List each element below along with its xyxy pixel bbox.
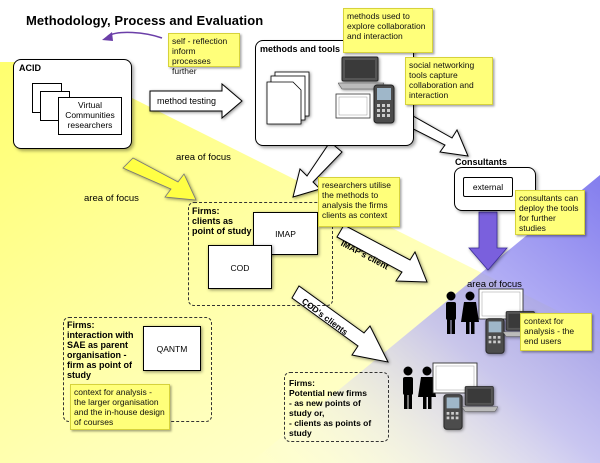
researchers-note: researchers utilise the methods to analy…	[318, 177, 400, 227]
acid-doc-front: Virtual Communities researchers	[58, 97, 122, 135]
blue-focus-band	[250, 175, 600, 463]
self-reflection-arrow	[107, 31, 163, 39]
end-users-phone-icon	[485, 318, 505, 354]
consultants-down-arrow	[468, 211, 508, 271]
page-title: Methodology, Process and Evaluation	[26, 13, 264, 28]
potential-people-icon	[403, 366, 436, 409]
laptop-icon	[338, 56, 384, 90]
end-users-monitor-icon	[478, 288, 524, 320]
methods-to-firms-arrow	[292, 141, 343, 198]
acid-label: ACID	[19, 63, 41, 73]
end-users-note: context for analysis - the end users	[520, 313, 592, 351]
cod-box: COD	[208, 245, 272, 289]
imap-client-arrow	[336, 224, 428, 283]
person-icon	[403, 366, 413, 409]
external-box: external	[463, 177, 513, 197]
documents-icon	[266, 71, 310, 125]
phone-icon	[373, 84, 395, 124]
firms-clients-label: Firms: clients as point of study	[192, 206, 252, 236]
person-icon	[418, 366, 436, 409]
qantm-box: QANTM	[143, 326, 201, 371]
sae-context-note: context for analysis - the larger organi…	[70, 384, 170, 430]
monitor-icon	[335, 93, 371, 119]
consultants-label: Consultants	[455, 157, 508, 167]
firms-clients-box	[188, 202, 333, 306]
potential-phone-icon	[443, 394, 463, 430]
area-of-focus-arrow	[122, 157, 197, 201]
method-testing-label: method testing	[157, 96, 217, 106]
sae-firm-label: Firms: interaction with SAE as parent or…	[67, 320, 134, 380]
method-testing-arrow	[149, 82, 243, 120]
potential-laptop-icon	[462, 386, 498, 412]
end-users-people-icon	[446, 291, 479, 334]
area-of-focus-label-2: area of focus	[84, 193, 139, 204]
self-reflection-note: self - reflection inform processes furth…	[168, 33, 240, 76]
person-icon	[461, 291, 479, 334]
consultants-note: consultants can deploy the tools for fur…	[515, 190, 585, 235]
potential-firms-box	[284, 372, 389, 442]
methods-tools-label: methods and tools	[260, 44, 341, 54]
person-icon	[446, 291, 456, 334]
social-networking-note: social networking tools capture collabor…	[405, 57, 493, 105]
area-of-focus-label-1: area of focus	[176, 152, 231, 163]
potential-firms-label: Firms: Potential new firms - as new poin…	[289, 378, 372, 438]
methods-used-note: methods used to explore collaboration an…	[343, 8, 433, 53]
area-of-focus-label-3: area of focus	[467, 279, 522, 290]
